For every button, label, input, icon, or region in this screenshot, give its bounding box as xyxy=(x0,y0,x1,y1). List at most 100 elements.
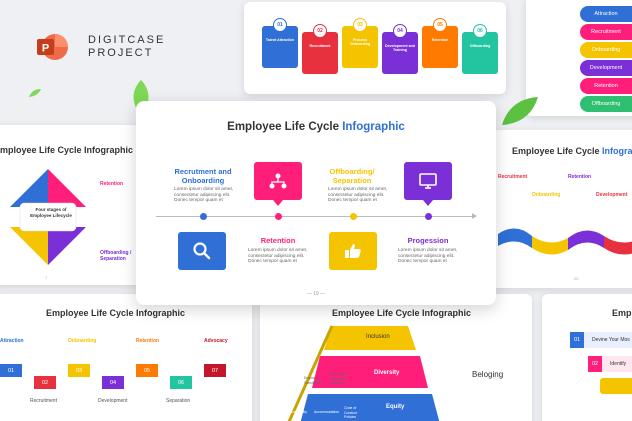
label-development: Development xyxy=(596,192,628,198)
item-label-progression: Progession xyxy=(407,236,449,245)
slide-title: Employee Life Cycle Infographic xyxy=(512,146,632,156)
bottom-step-label: Development xyxy=(98,398,128,404)
step-num: 02 xyxy=(588,356,602,372)
tab-retention: Retention xyxy=(580,78,632,94)
leaf-decoration-icon xyxy=(29,89,41,97)
step-box-02: 02 xyxy=(34,376,56,389)
thumbs-up-icon-card xyxy=(329,232,377,270)
bottom-step-label: Separation xyxy=(166,398,191,404)
page-number: — 19 — xyxy=(306,291,326,297)
card-number: 04 xyxy=(393,24,407,38)
step-box-07: 07 xyxy=(204,364,226,377)
four-stage-diamond xyxy=(10,169,86,265)
brand-line-1: DIGITCASE xyxy=(88,34,166,46)
step-box-04: 04 xyxy=(102,376,124,389)
search-icon-card xyxy=(178,232,226,270)
step-label: Identify xyxy=(610,361,627,367)
step-02: 02 Identify xyxy=(588,356,632,372)
step-num: 01 xyxy=(570,332,584,348)
monitor-icon xyxy=(419,173,437,189)
label-retention: Retention xyxy=(568,174,592,180)
slide-thumbnail-bottom-right[interactable]: Emp 01 Devine Your Mos 02 Identify xyxy=(542,294,632,421)
page-number: 20 xyxy=(574,276,579,281)
diamond-center-text: Four stages of Employee Lifecycle xyxy=(30,207,72,218)
tier-diversity: Diversity xyxy=(374,370,400,376)
brand-line-2: PROJECT xyxy=(88,47,154,59)
step-box-05: 05 xyxy=(136,364,158,377)
slide-thumbnail-left[interactable]: Employee Life Cycle Infographic Four sta… xyxy=(0,125,140,285)
thumbs-up-icon xyxy=(345,244,361,258)
item-text-retention: Lorem ipsum dolor sit amet, consectetur … xyxy=(248,248,308,265)
card-number: 01 xyxy=(273,18,287,32)
main-slide-preview[interactable]: Employee Life Cycle Infographic Recrutme… xyxy=(136,101,496,305)
slide-title: Employee Life Cycle Infographic xyxy=(46,308,186,318)
label-recruitment: Recruitment xyxy=(498,174,528,180)
left-label-offboarding: Offboarding / Separation xyxy=(100,250,132,262)
card-label: Offboarding xyxy=(469,44,491,48)
top-step-label: Attraction xyxy=(0,338,24,344)
slide-title: Employee Life Cycle Infographic xyxy=(0,145,134,155)
step-box-06: 06 xyxy=(170,376,192,389)
card-number: 06 xyxy=(473,24,487,38)
page-number: 7 xyxy=(45,275,48,280)
timeline-line xyxy=(156,216,476,217)
left-label-retention: Retention xyxy=(100,181,124,187)
tab-development: Development xyxy=(580,60,632,76)
svg-text:P: P xyxy=(42,43,49,55)
powerpoint-logo-icon: P xyxy=(35,30,69,64)
timeline-dot-3 xyxy=(350,213,357,220)
card-label: Recruitment xyxy=(309,44,331,48)
sub-accessibility: Accessibility xyxy=(288,410,308,414)
slide-thumbnail-right-3d[interactable]: Employee Life Cycle Infographic Recruitm… xyxy=(492,130,632,288)
pyramid-diagram xyxy=(287,325,440,421)
top-step-label: Retention xyxy=(136,338,160,344)
timeline-dot-1 xyxy=(200,213,207,220)
org-chart-icon-card xyxy=(254,162,302,200)
leaf-decoration-icon xyxy=(502,97,538,125)
item-text-offboarding: Lorem ipsum dolor sit amet, consectetur … xyxy=(328,187,388,204)
sub-employee-satisfaction: Employee Satisfaction xyxy=(304,376,323,385)
step-box-03: 03 xyxy=(68,364,90,377)
slide-thumbnail-bottom-center[interactable]: Employee Life Cycle Infographic Inclusio… xyxy=(260,294,532,421)
item-label-retention: Retention xyxy=(260,236,296,245)
card-label: Process Onboarding xyxy=(349,38,371,47)
card-number: 05 xyxy=(433,18,447,32)
slide-title: Employee Life Cycle Infographic xyxy=(332,308,472,318)
pointer-down xyxy=(423,200,433,206)
top-step-label: Onboarding xyxy=(68,338,97,344)
label-onboarding: Onboarding xyxy=(532,192,561,198)
step-01: 01 Devine Your Mos xyxy=(570,332,632,348)
step-box-01: 01 xyxy=(0,364,22,377)
timeline-dot-4 xyxy=(425,213,432,220)
sub-accommodation: Accommodation xyxy=(314,410,340,414)
sub-code-of-conduct: Code of Conduct Policies xyxy=(344,406,358,419)
main-slide-title: Employee Life Cycle Infographic xyxy=(227,121,405,133)
tab-onboarding: Onboarding xyxy=(580,42,632,58)
item-text-progression: Lorem ipsum dolor sit amet, consectetur … xyxy=(398,248,458,265)
slide-title: Emp xyxy=(612,308,632,318)
side-label-belonging: Beloging xyxy=(472,370,504,379)
slide-thumbnail-bottom-left[interactable]: Employee Life Cycle Infographic 01 02 03 04… xyxy=(0,294,252,421)
card-number: 03 xyxy=(353,18,367,32)
timeline-dot-2 xyxy=(275,213,282,220)
step-label: Devine Your Mos xyxy=(592,337,630,343)
top-step-label: Advocacy xyxy=(204,338,228,344)
bottom-step-label: Recruitment xyxy=(30,398,57,404)
3d-wave-steps xyxy=(498,228,632,255)
tier-equity: Equity xyxy=(386,404,405,410)
item-text-recruitment: Lorem ipsum dolor sit amet, consectetur … xyxy=(174,187,234,204)
monitor-icon-card xyxy=(404,162,452,200)
item-label-recruitment: Recrutment and Onboarding xyxy=(174,167,232,185)
card-number: 02 xyxy=(313,24,327,38)
card-label: Development and Training xyxy=(385,44,415,53)
card-label: Talent Attraction xyxy=(265,38,295,42)
tab-recruitment: Recruitment xyxy=(580,24,632,40)
